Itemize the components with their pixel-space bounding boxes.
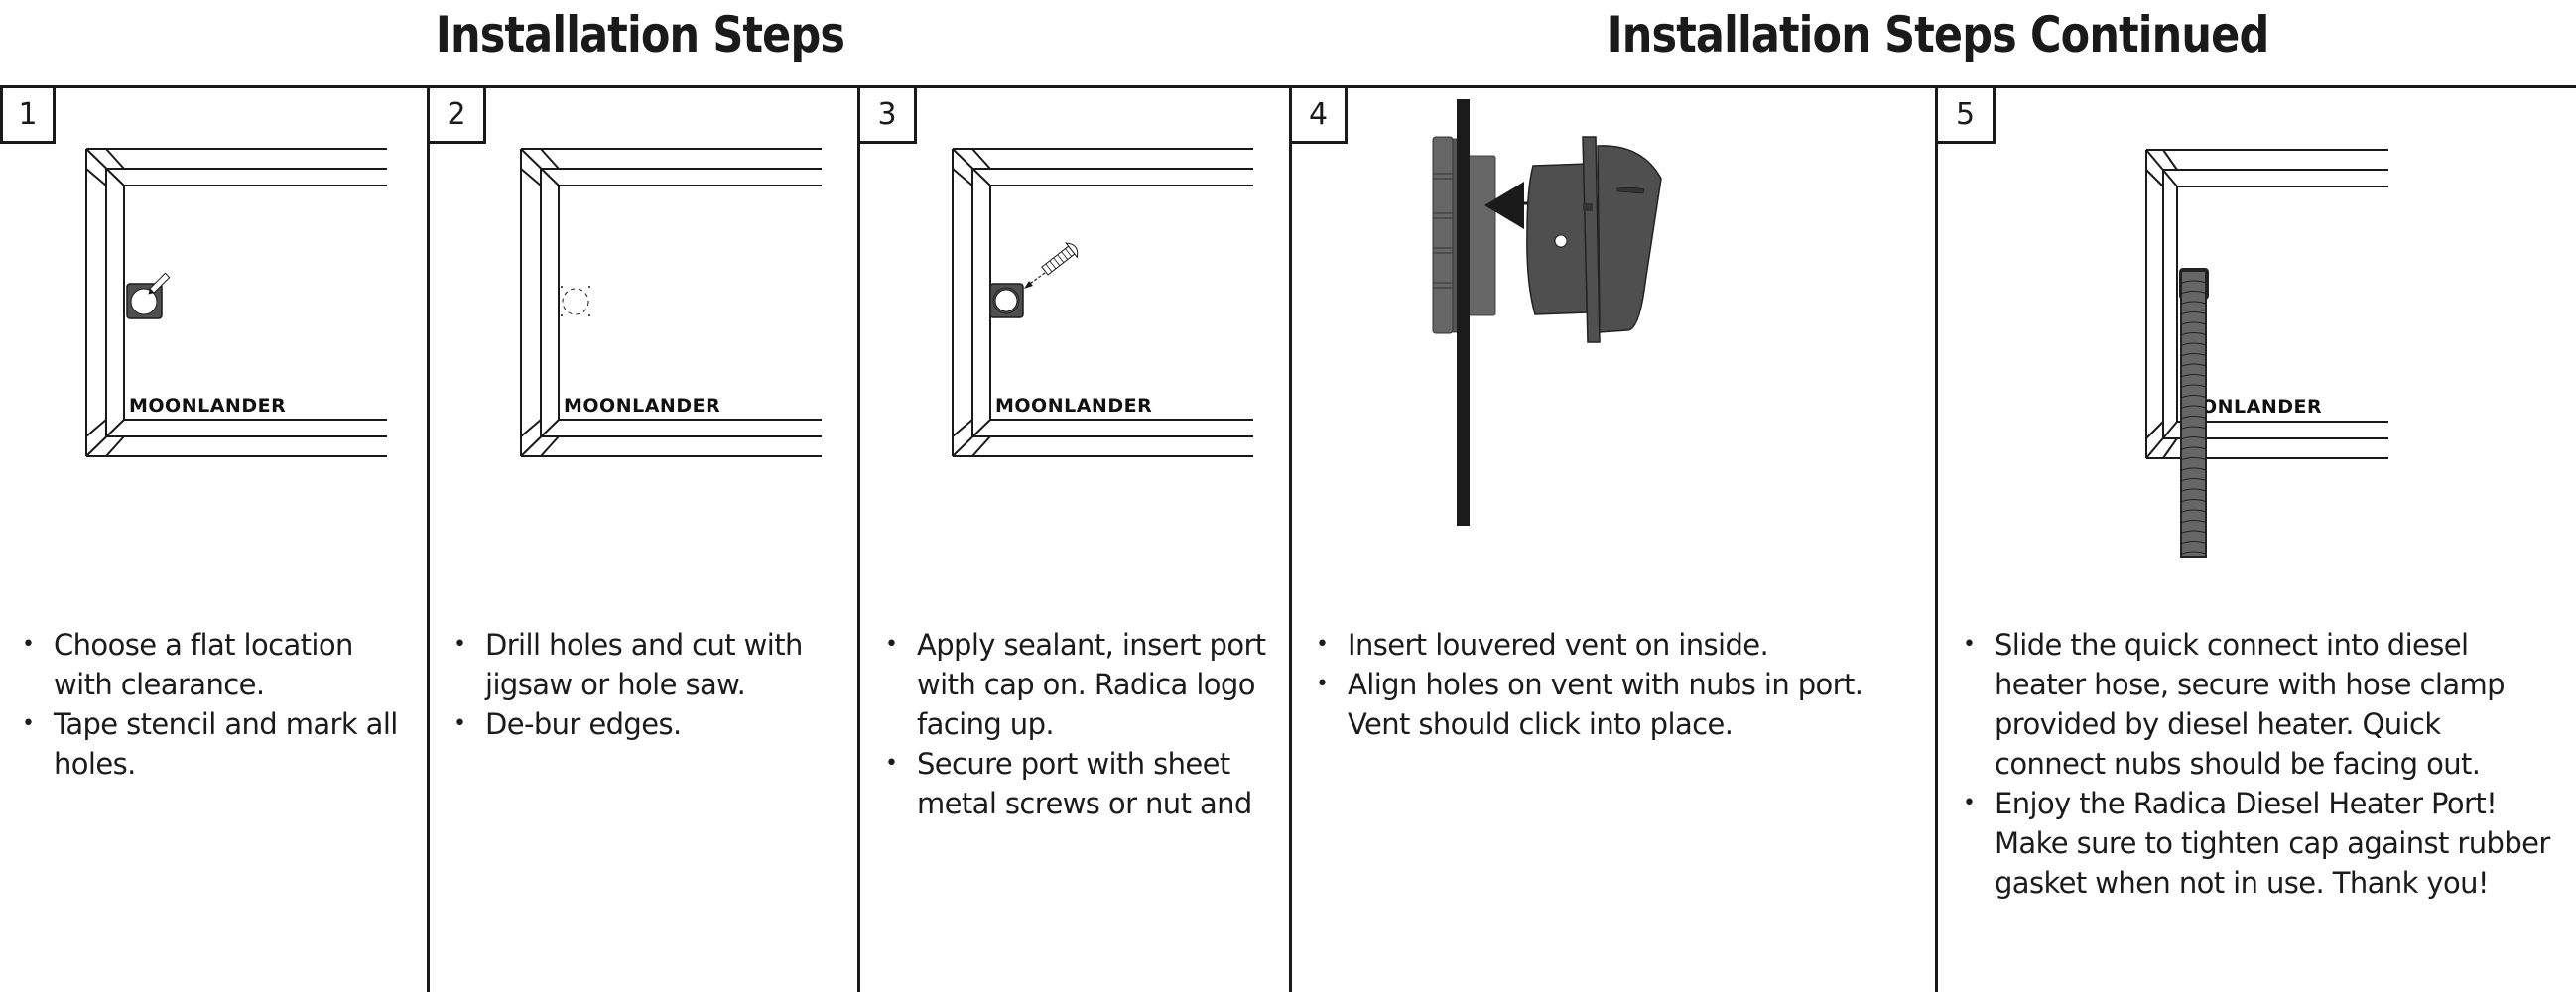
hose-rib [2181,374,2207,377]
step-number-label: 5 [1955,97,1976,132]
hose-rib [2181,436,2207,439]
window-frame-icon [85,148,387,457]
hose-rib [2181,395,2207,398]
title-text: Installation Steps Continued [1607,6,2270,63]
instruction-bullet: Enjoy the Radica Diesel Heater Port! Mak… [1961,784,2556,903]
hose-rib [2181,478,2207,481]
window-frame-icon [952,148,1253,457]
brand-logo-text: ONLANDER [2201,396,2322,418]
brand-logo-text: MOONLANDER [995,395,1152,417]
hose-rib [2181,457,2207,460]
step-number-5: 5 [1935,85,1996,144]
hose-rib [2181,405,2207,409]
step-2-instructions: Drill holes and cut with jigsaw or hole … [451,625,843,744]
instruction-bullet: Drill holes and cut with jigsaw or hole … [451,625,843,704]
hose-rib [2181,301,2207,305]
hose-rib [2181,280,2207,284]
hose-rib [2181,342,2207,346]
step-4-instructions: Insert louvered vent on inside. Align ho… [1314,625,1869,744]
header-divider [0,85,2576,88]
hose-rib [2181,467,2207,471]
step-2-illustration: MOONLANDER [520,148,822,457]
instruction-bullet: Align holes on vent with nubs in port. V… [1314,665,1869,744]
column-divider [857,85,860,992]
instruction-bullet: Slide the quick connect into diesel heat… [1961,625,2556,784]
wall-panel [1457,99,1470,526]
instruction-bullet: De-bur edges. [451,704,843,744]
step-1-instructions: Choose a flat location with clearance. T… [20,625,407,784]
brand-logo-text: MOONLANDER [129,395,286,417]
step-number-label: 3 [877,97,897,132]
louvered-vent-icon [1526,136,1662,343]
screw-icon [1041,242,1079,276]
step-3-illustration: MOONLANDER [952,148,1253,457]
instruction-bullet: Insert louvered vent on inside. [1314,625,1869,665]
step-4-illustration [1432,99,1662,526]
step-number-3: 3 [857,85,917,144]
instruction-bullet: Secure port with sheet metal screws or n… [883,744,1275,823]
step-5-instructions: Slide the quick connect into diesel heat… [1961,625,2556,903]
brand-logo-text: MOONLANDER [564,395,720,417]
step-number-label: 1 [18,97,38,132]
hose-rib [2181,353,2207,356]
hose-rib [2181,426,2207,430]
step-1-illustration: MOONLANDER [85,148,387,457]
hose-rib [2181,384,2207,388]
hose-rib [2181,311,2207,314]
instruction-bullet: Choose a flat location with clearance. [20,625,407,704]
step-number-4: 4 [1289,85,1348,144]
hose-rib [2181,530,2207,534]
step-number-label: 4 [1308,97,1329,132]
hose-rib [2181,291,2207,294]
step-number-1: 1 [0,85,56,144]
port-icon [989,283,1024,318]
hose-rib [2181,321,2207,325]
column-divider [427,85,430,992]
instruction-bullet: Tape stencil and mark all holes. [20,704,407,784]
step-5-illustration: ONLANDER [2145,149,2388,558]
hose-rib [2181,363,2207,367]
pencil-icon [148,272,171,295]
hose-rib [2181,541,2207,544]
hose-rib [2181,488,2207,492]
arrow-icon [1024,272,1046,289]
hose-rib [2181,499,2207,502]
hose-rib [2181,416,2207,419]
window-frame-icon [520,148,822,457]
hose-rib [2181,509,2207,513]
hose-icon [2179,268,2209,558]
instruction-bullet: Apply sealant, insert port with cap on. … [883,625,1275,744]
port-body-icon [1432,136,1496,334]
step-number-2: 2 [427,85,486,144]
hose-rib [2181,446,2207,450]
column-divider [1289,85,1292,992]
column-divider [1935,85,1938,992]
step-number-label: 2 [447,97,466,132]
hose-rib [2181,332,2207,335]
hose-rib [2181,551,2207,555]
hose-rib [2181,520,2207,523]
dashed-cutout-icon [561,286,590,316]
title-text: Installation Steps [435,6,845,63]
step-3-instructions: Apply sealant, insert port with cap on. … [883,625,1275,823]
